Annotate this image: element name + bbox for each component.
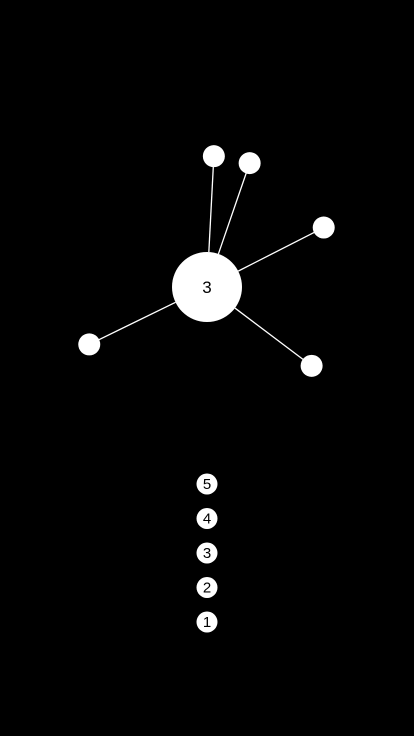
pin-head: [202, 145, 225, 168]
queued-pin-ball: [196, 577, 218, 598]
stuck-pin: [217, 152, 261, 255]
queued-pin-ball: [196, 508, 218, 529]
queued-pin: 5: [196, 473, 218, 495]
pin-needle: [234, 307, 313, 367]
remaining-pins-queue: 5 4 3 2 1: [196, 473, 218, 633]
stuck-pin: [202, 145, 225, 253]
queued-pin-ball: [196, 542, 218, 564]
pin-needle: [208, 156, 215, 253]
pin-needle: [237, 226, 325, 272]
pin-needle: [217, 162, 251, 255]
center-ball[interactable]: [172, 252, 242, 322]
queued-pin-number: 1: [203, 614, 211, 631]
queued-pin-ball: [196, 611, 218, 633]
queued-pin-number: 3: [203, 545, 211, 562]
stuck-pins: [78, 145, 335, 377]
queued-pin-ball: [196, 473, 218, 495]
queued-pin: 2: [196, 577, 218, 598]
level-number: 3: [202, 278, 211, 297]
stuck-pin: [237, 216, 335, 272]
queued-pin-number: 5: [203, 476, 211, 493]
pin-head: [78, 333, 101, 356]
queued-pin-number: 4: [203, 511, 211, 528]
queued-pin-number: 2: [203, 580, 211, 597]
pin-head: [300, 354, 323, 377]
pin-head: [312, 216, 335, 239]
pin-head: [238, 152, 261, 175]
stuck-pin: [78, 301, 176, 356]
queued-pin: 4: [196, 508, 218, 529]
pin-needle: [88, 301, 176, 346]
queued-pin: 3: [196, 542, 218, 564]
queued-pin: 1: [196, 611, 218, 633]
stuck-pin: [234, 307, 323, 377]
